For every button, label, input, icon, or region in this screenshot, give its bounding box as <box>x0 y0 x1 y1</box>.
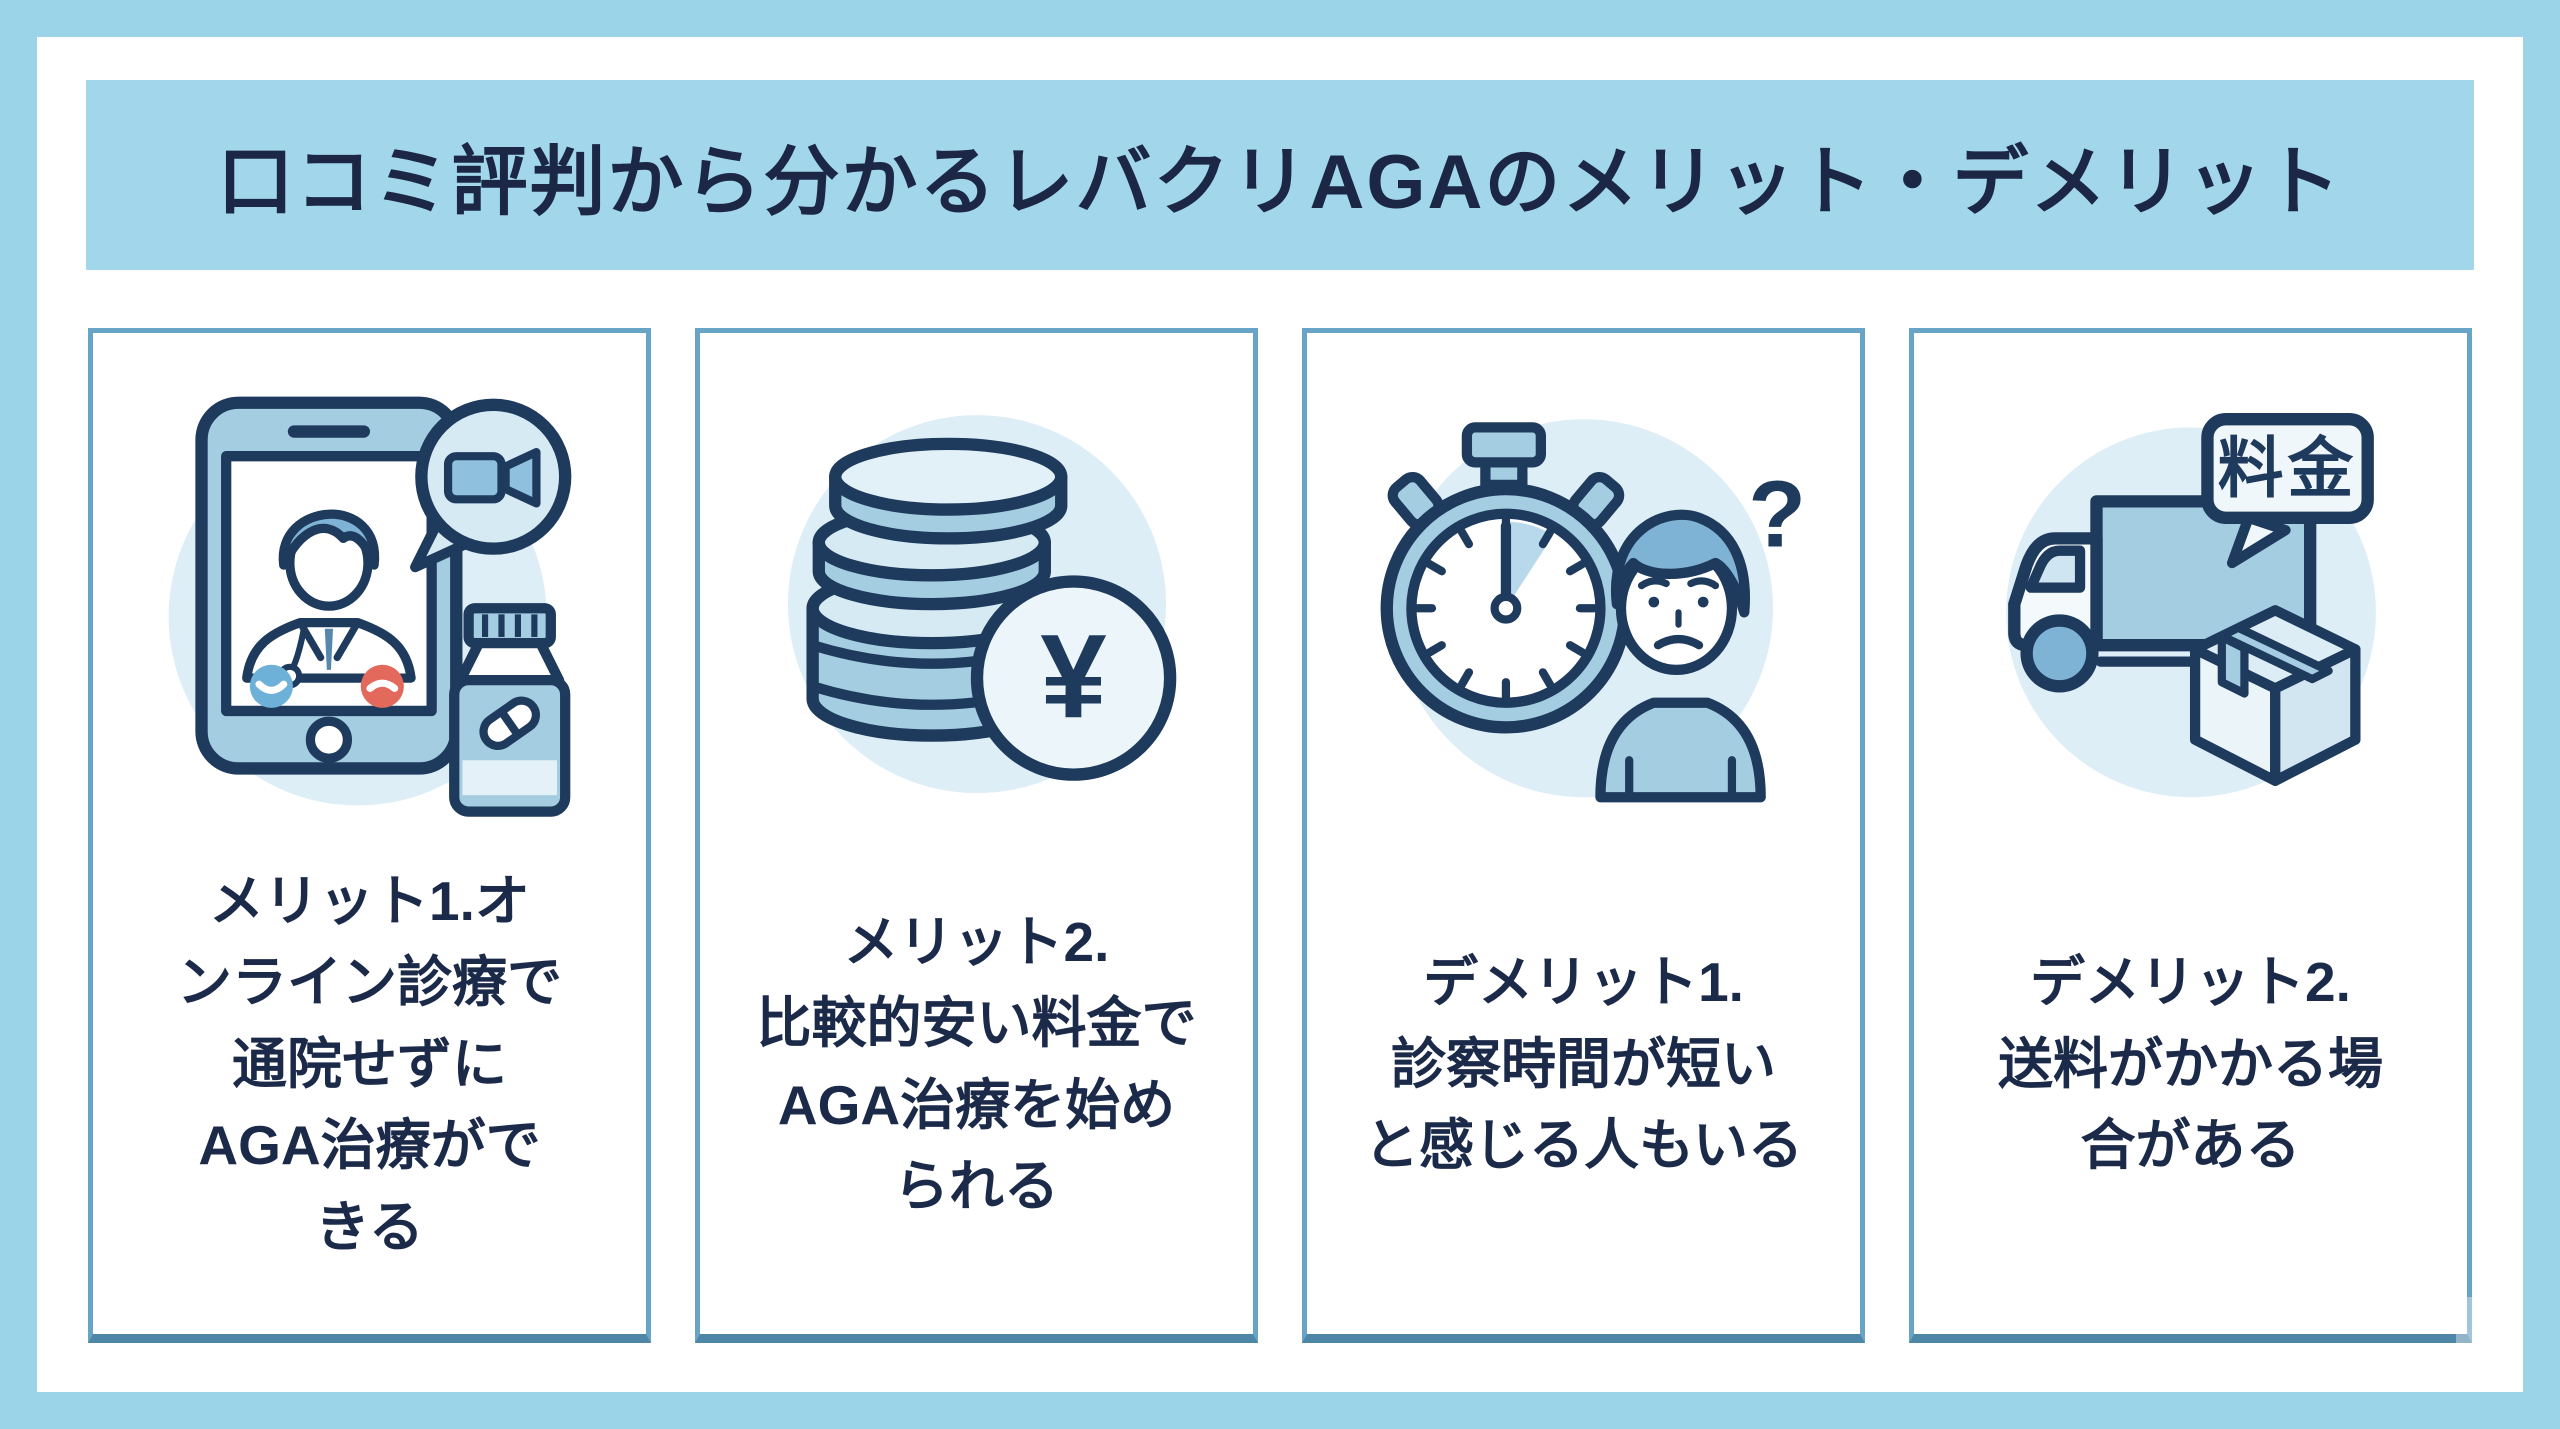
video-camera-icon <box>443 447 541 508</box>
call-decline-button <box>360 664 404 708</box>
cards-row: メリット1.オ ンライン診療で 通院せずに AGA治療がで きる <box>88 328 2472 1343</box>
card-merit-1: メリット1.オ ンライン診療で 通院せずに AGA治療がで きる <box>88 328 651 1343</box>
smartphone <box>194 396 462 775</box>
shipping-fee-illustration: 料金 <box>2005 413 2376 798</box>
medicine-bottle <box>448 603 570 817</box>
card-demerit-2: 料金 デメリット2. 送料がかかる場 合がある <box>1909 328 2472 1343</box>
card-merit-2: ¥ メリット2. 比較的安い料金で AGA治療を始め られる <box>695 328 1258 1343</box>
video-call-bubble <box>409 398 571 573</box>
frown-mouth <box>1653 634 1703 650</box>
yen-symbol: ¥ <box>1040 610 1106 743</box>
cost-illustration: ¥ <box>787 415 1176 794</box>
truck-wheel <box>2019 614 2099 693</box>
price-bubble: 料金 <box>2200 413 2374 569</box>
card-text: メリット2. 比較的安い料金で AGA治療を始め られる <box>756 910 1197 1217</box>
yen-badge: ¥ <box>970 575 1176 781</box>
page-title: 口コミ評判から分かるレバクリAGAのメリット・デメリット <box>217 140 2343 225</box>
delivery-truck-package-icon: 料金 <box>1965 371 2417 829</box>
card-text: デメリット1. 診察時間が短い と感じる人もいる <box>1364 951 1803 1177</box>
card-text: メリット1.オ ンライン診療で 通院せずに AGA治療がで きる <box>176 870 562 1258</box>
price-bubble-label: 料金 <box>2217 431 2357 505</box>
coin-stack-yen-icon: ¥ <box>751 371 1203 829</box>
package-box <box>2189 605 2360 786</box>
online-doctor-video-call-icon <box>144 371 596 829</box>
clock-ticks <box>1412 515 1598 701</box>
capsule-icon <box>478 696 540 751</box>
call-accept-button <box>249 664 293 708</box>
short-consultation-illustration: ? <box>1380 419 1806 803</box>
card-demerit-1: ? デメリット1. 診察時間が短い と感じる人もいる <box>1302 328 1865 1343</box>
stopwatch-worried-man-icon: ? <box>1358 371 1810 829</box>
title-banner: 口コミ評判から分かるレバクリAGAのメリット・デメリット <box>86 80 2474 270</box>
hair <box>1610 509 1750 618</box>
telemedicine-illustration <box>168 396 571 817</box>
card-text: デメリット2. 送料がかかる場 合がある <box>1997 951 2383 1177</box>
worried-man <box>1594 509 1766 803</box>
question-mark: ? <box>1748 462 1806 568</box>
